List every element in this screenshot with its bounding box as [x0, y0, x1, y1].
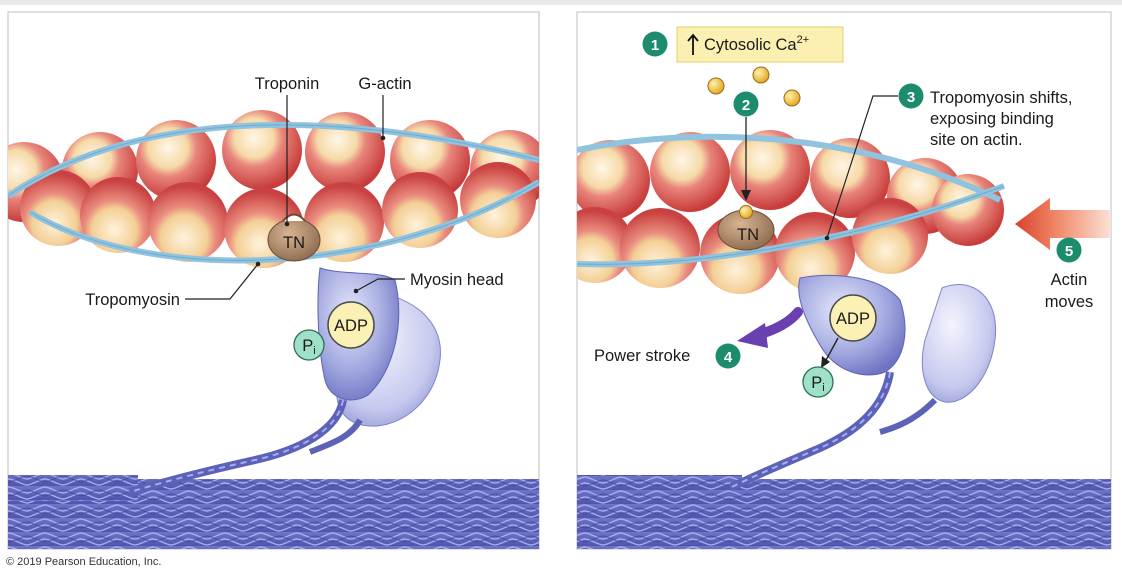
pi-molecule-left: [293, 329, 325, 361]
step-5-number: 5: [1065, 243, 1073, 260]
left-panel-frame: [7, 11, 540, 550]
step-1-number: 1: [651, 37, 659, 54]
power-stroke-arrow: [737, 307, 803, 348]
pi-label-right: Pi: [811, 374, 824, 394]
step-4-number: 4: [724, 349, 733, 366]
cytosolic-ca-box: [676, 26, 844, 63]
right-panel: TN ADP Pi: [576, 11, 1112, 550]
adp-molecule-right: [829, 294, 877, 342]
tropomyosin-shift-line-3: site on actin.: [930, 131, 1023, 149]
tn-label-left: TN: [283, 234, 305, 252]
g-actin-label: G-actin: [358, 75, 411, 93]
top-strip: [0, 0, 1122, 5]
tn-label-right: TN: [737, 226, 759, 244]
tropomyosin-strand-upper-right: [577, 133, 1002, 203]
step-badge-4: [715, 343, 741, 369]
pi-molecule-right: [802, 366, 834, 398]
tropomyosin-label: Tropomyosin: [85, 291, 180, 309]
step-2-number: 2: [742, 97, 750, 114]
step-badge-1: [642, 31, 668, 57]
myosin-head-leader: [355, 278, 405, 292]
step-3-number: 3: [907, 89, 915, 106]
power-stroke-label: Power stroke: [594, 347, 690, 365]
tropomyosin-shift-leader: [826, 95, 898, 239]
pi-release-arrow: [824, 337, 839, 363]
thick-filament-right: [577, 475, 1111, 549]
left-panel: TN ADP Pi: [7, 11, 540, 550]
myosin-head-label: Myosin head: [410, 271, 504, 289]
tropomyosin-shift-line-2: exposing binding: [930, 110, 1054, 128]
adp-label-right: ADP: [836, 310, 870, 328]
troponin-label: Troponin: [255, 75, 320, 93]
thick-filament: [8, 475, 539, 549]
copyright-notice: © 2019 Pearson Education, Inc.: [6, 556, 162, 568]
troponin-complex-right: [717, 205, 775, 251]
tropomyosin-shift-line-1: Tropomyosin shifts,: [930, 89, 1072, 107]
actin-moves-line-1: Actin: [1051, 271, 1088, 289]
up-arrow-icon: [687, 33, 699, 55]
actin-moves-line-2: moves: [1045, 293, 1094, 311]
pi-label-left: Pi: [302, 337, 315, 357]
calcium-ions: [707, 66, 801, 107]
adp-molecule-left: [327, 301, 375, 349]
troponin-complex: [267, 213, 321, 262]
tropomyosin-leader: [185, 263, 259, 300]
adp-label-left: ADP: [334, 317, 368, 335]
actin-moves-arrow: [1015, 198, 1111, 250]
ca-box-text: Cytosolic Ca2+: [704, 34, 809, 54]
step-badge-5: [1056, 237, 1082, 263]
step-badge-2: [733, 91, 759, 117]
step-badge-3: [898, 83, 924, 109]
